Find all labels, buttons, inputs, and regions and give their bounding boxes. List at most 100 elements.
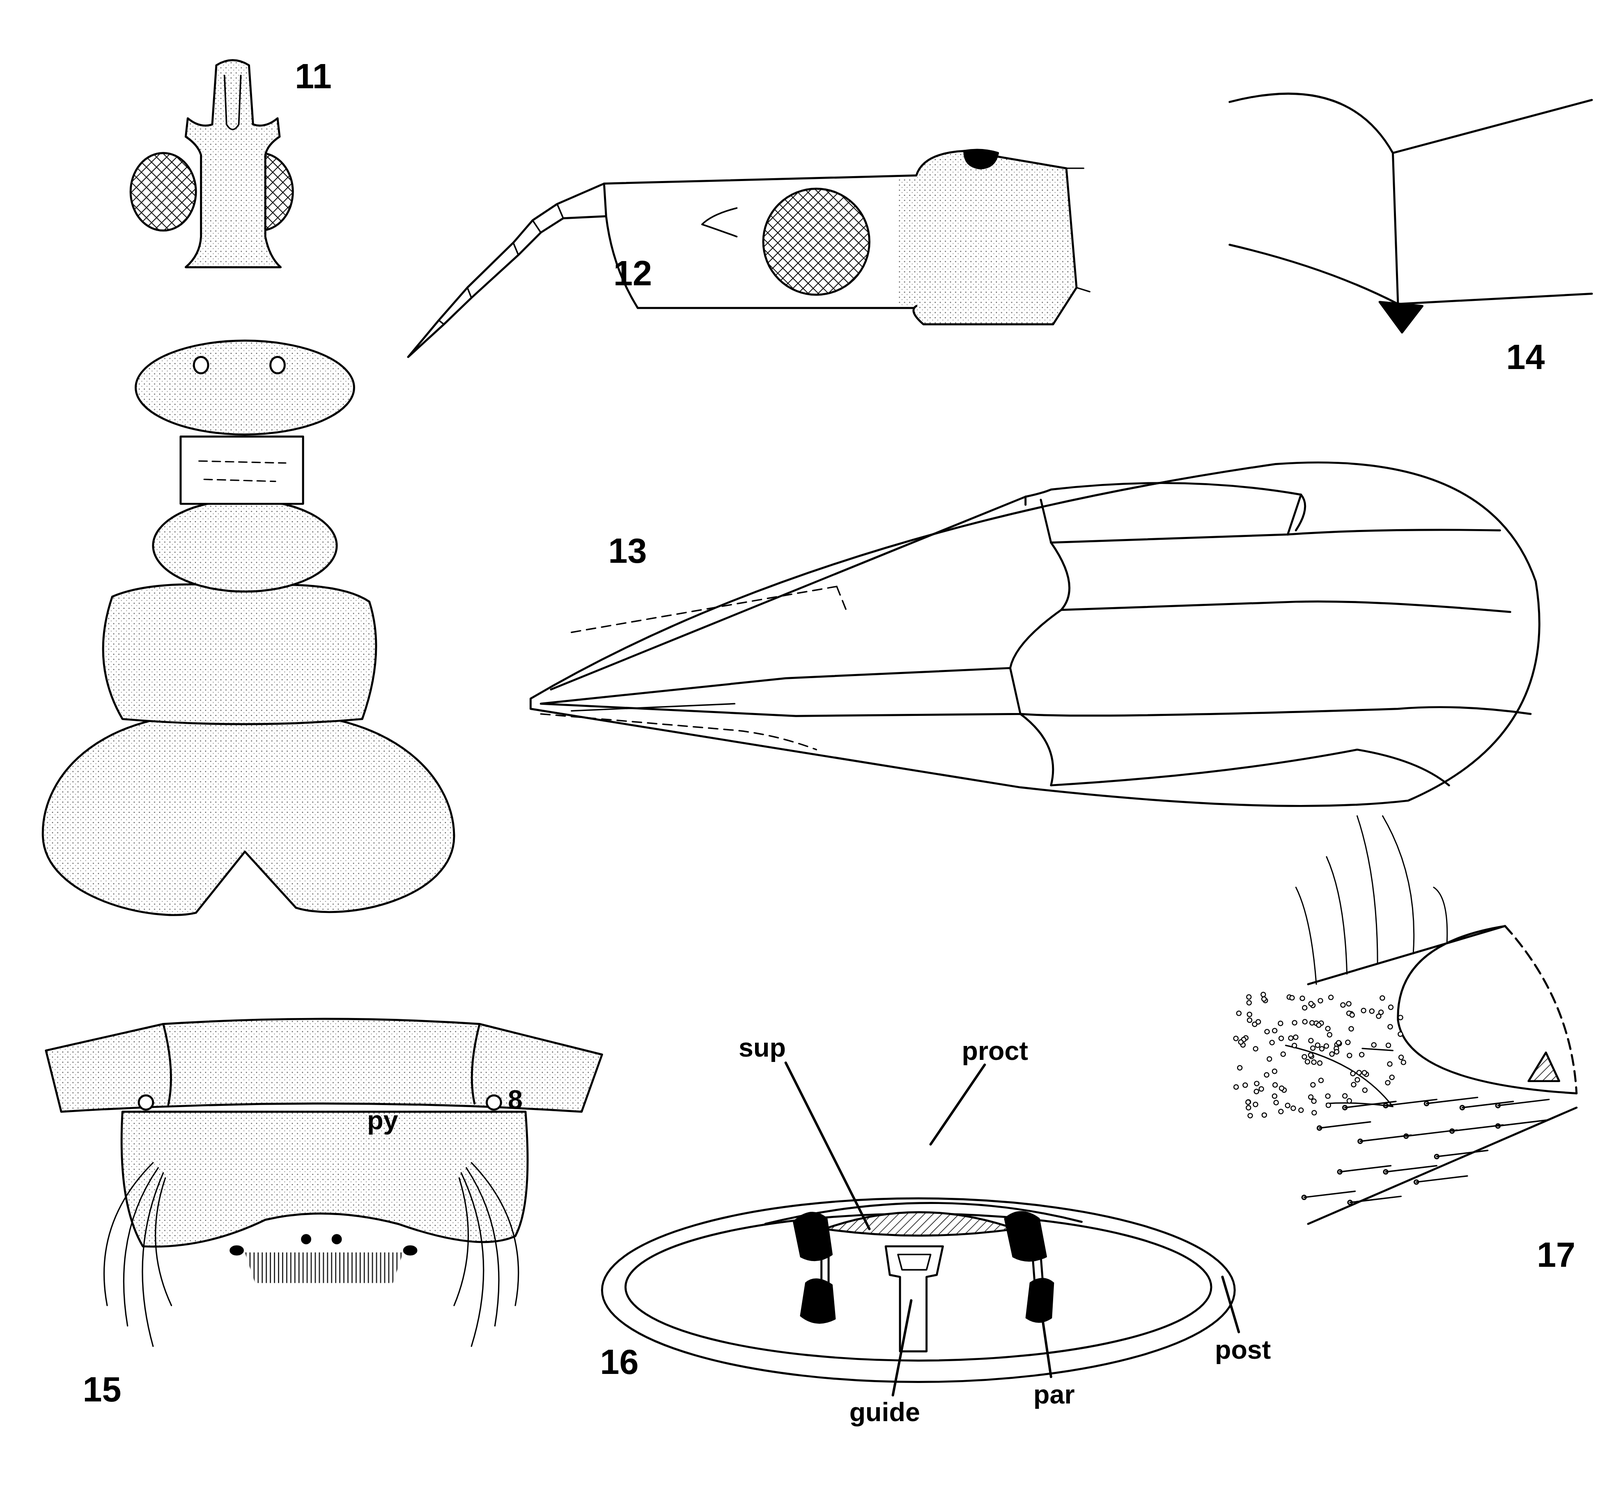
pore-dot [1272, 1028, 1277, 1033]
pore-dot [1293, 1035, 1298, 1040]
seta-socket [1495, 1103, 1500, 1108]
figure-number: 14 [1506, 339, 1545, 375]
pore-dot [1254, 1089, 1259, 1095]
part-label: guide [849, 1398, 921, 1426]
pore-dot [1269, 1040, 1275, 1045]
seta [1436, 1150, 1488, 1157]
pore-dot [1311, 1110, 1317, 1116]
pore-dot [1272, 1069, 1277, 1074]
pore-dot [1398, 1055, 1404, 1060]
pore-dot [1302, 1005, 1307, 1011]
pore-dot [1264, 1029, 1270, 1035]
pore-dot [1308, 1038, 1314, 1044]
pore-dot [1308, 1094, 1314, 1100]
pore-dot [1238, 1039, 1244, 1045]
pore-dot [1325, 1026, 1331, 1031]
pore-dot [1247, 1018, 1252, 1023]
pore-dot [1345, 1040, 1350, 1045]
pore-dot [1246, 1099, 1251, 1105]
pore-dot [1305, 1059, 1310, 1065]
pore-dot [1326, 1103, 1331, 1108]
pore-dot [1385, 1080, 1391, 1086]
seta [1497, 1099, 1549, 1106]
pore-dot [1264, 1072, 1270, 1078]
seta-socket [1358, 1139, 1363, 1144]
pore-dot [1340, 1003, 1346, 1008]
seta [1385, 1099, 1437, 1106]
seta [1426, 1097, 1478, 1104]
pore-dot [1351, 1082, 1357, 1088]
part-label: 8 [507, 1086, 523, 1114]
seta-socket [1424, 1101, 1429, 1106]
pore-dot [1386, 1043, 1391, 1048]
pore-dot [1262, 1113, 1267, 1118]
pore-dot [1388, 1024, 1393, 1030]
pore-dot [1236, 1011, 1242, 1016]
pore-dot [1259, 1086, 1264, 1092]
pore-dot [1302, 1054, 1307, 1060]
pore-dot [1292, 1043, 1297, 1048]
pore-dot [1388, 1005, 1394, 1010]
figure-number: 13 [608, 533, 647, 569]
pore-dot [1246, 1105, 1251, 1111]
pore-dot [1362, 1070, 1367, 1076]
pore-dot [1255, 1019, 1261, 1025]
pore-dot [1334, 1049, 1339, 1055]
pore-dot [1329, 1051, 1335, 1057]
seta-socket [1414, 1180, 1419, 1185]
seta-socket [1337, 1170, 1342, 1175]
pore-dot [1318, 998, 1323, 1004]
seta-socket [1434, 1154, 1439, 1160]
pore-dot [1361, 1008, 1366, 1013]
seta [1345, 1101, 1396, 1108]
seta-socket [1450, 1129, 1455, 1134]
figure-number: 15 [82, 1372, 122, 1408]
figure-number: 11 [294, 59, 332, 95]
pore-dot [1317, 1060, 1323, 1066]
pore-dot [1248, 1113, 1253, 1118]
pore-dot [1302, 1019, 1308, 1025]
figure-number: 16 [600, 1345, 639, 1380]
pore-dot [1310, 1046, 1316, 1051]
pore-dot [1346, 1001, 1352, 1007]
part-label: proct [961, 1037, 1029, 1065]
pore-dot [1254, 1081, 1259, 1086]
pore-dot [1245, 1100, 1251, 1105]
pore-dot [1328, 995, 1334, 1000]
part-label: sup [738, 1034, 786, 1062]
pore-dot [1237, 1065, 1242, 1071]
pore-dot [1253, 1102, 1258, 1107]
pore-dot [1308, 1053, 1314, 1058]
pore-dot [1246, 994, 1252, 1000]
pore-dot [1261, 996, 1267, 1002]
pore-dot [1398, 1015, 1403, 1020]
pore-dot [1350, 1071, 1356, 1077]
seta-socket [1383, 1170, 1388, 1175]
pore-dot [1280, 1052, 1286, 1057]
seta-socket [1342, 1105, 1348, 1110]
pore-dot [1290, 1106, 1296, 1111]
pore-dot [1267, 1056, 1272, 1062]
seta [1385, 1166, 1437, 1173]
pore-dot [1359, 1052, 1364, 1058]
pore-dot [1325, 1094, 1331, 1099]
pore-dot [1278, 1036, 1284, 1041]
seta [1349, 1196, 1401, 1203]
pore-dot [1292, 1020, 1297, 1026]
part-label: post [1214, 1336, 1271, 1364]
seta-socket [1495, 1124, 1500, 1129]
seta-socket [1347, 1200, 1353, 1205]
pore-dot [1356, 1070, 1362, 1076]
pore-dot [1272, 1094, 1277, 1099]
pore-dot [1379, 996, 1385, 1001]
pore-dot [1355, 1077, 1360, 1083]
pore-dot [1376, 1014, 1381, 1019]
seta [1416, 1176, 1468, 1183]
pore-dot [1247, 1012, 1252, 1017]
pore-dot [1298, 1108, 1304, 1113]
pore-dot [1401, 1060, 1406, 1065]
seta [1497, 1120, 1549, 1127]
pore-dot [1308, 1001, 1314, 1007]
